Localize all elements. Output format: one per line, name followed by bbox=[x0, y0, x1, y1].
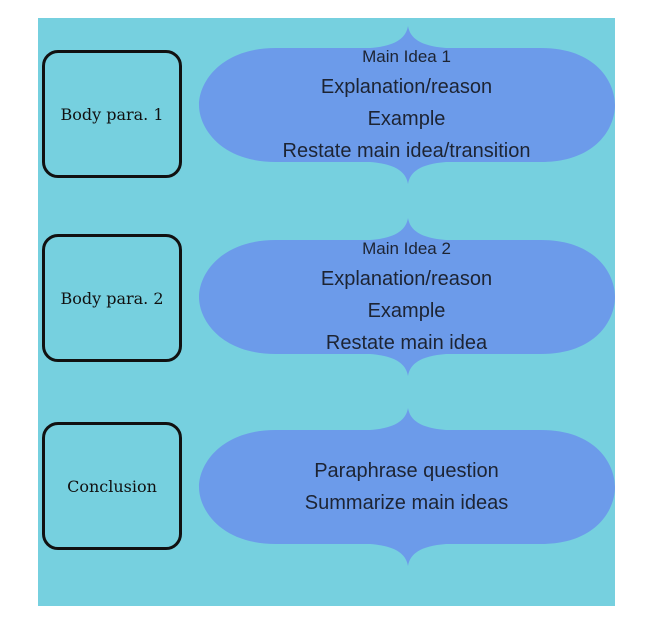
bubble-conclusion: Paraphrase question Summarize main ideas bbox=[196, 406, 617, 568]
example-line: Example bbox=[367, 108, 446, 130]
explanation-line: Explanation/reason bbox=[320, 76, 493, 98]
label-box-body-para-2: Body para. 2 bbox=[42, 234, 182, 362]
bubble-shape-1 bbox=[199, 26, 615, 184]
paraphrase-line: Paraphrase question bbox=[314, 460, 499, 482]
bubble-text-2: Main Idea 2 Explanation/reason Example R… bbox=[196, 216, 617, 378]
label-body-para-2: Body para. 2 bbox=[60, 288, 164, 308]
label-body-para-1: Body para. 1 bbox=[60, 104, 164, 124]
label-box-conclusion: Conclusion bbox=[42, 422, 182, 550]
bubble-text-3: Paraphrase question Summarize main ideas bbox=[196, 406, 617, 568]
label-conclusion: Conclusion bbox=[67, 476, 157, 496]
explanation-line: Explanation/reason bbox=[320, 268, 493, 290]
label-box-body-para-1: Body para. 1 bbox=[42, 50, 182, 178]
example-line: Example bbox=[367, 300, 446, 322]
main-idea-heading: Main Idea 2 bbox=[362, 239, 451, 258]
main-idea-heading: Main Idea 1 bbox=[362, 47, 451, 66]
bubble-body-para-1: Main Idea 1 Explanation/reason Example R… bbox=[196, 24, 617, 186]
bubble-shape-2 bbox=[199, 218, 615, 376]
bubble-body-para-2: Main Idea 2 Explanation/reason Example R… bbox=[196, 216, 617, 378]
bubble-shape-3 bbox=[199, 408, 615, 566]
bubble-text-1: Main Idea 1 Explanation/reason Example R… bbox=[196, 24, 617, 186]
restate-line: Restate main idea/transition bbox=[282, 140, 531, 162]
summarize-line: Summarize main ideas bbox=[304, 492, 509, 514]
restate-line: Restate main idea bbox=[325, 332, 488, 354]
